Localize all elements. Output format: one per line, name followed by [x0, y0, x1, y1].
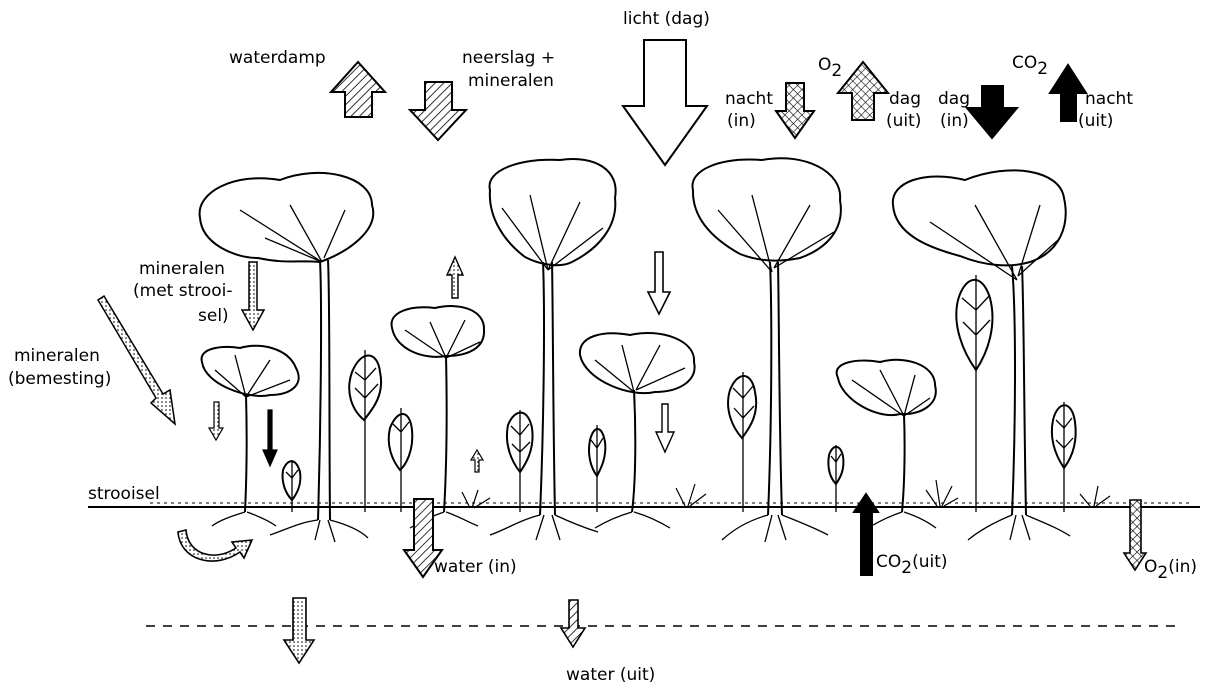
o2-in-label: O2(in) [1144, 557, 1197, 583]
mineralen-strooisel-label-line3: sel) [198, 306, 229, 326]
water-in-label: water (in) [434, 557, 517, 577]
neerslag-label-line1: neerslag + [462, 48, 555, 68]
up-arrow-b [471, 450, 483, 472]
co2-heading: CO2 [1012, 53, 1048, 79]
o2-nacht-in-label-line1: nacht [725, 89, 773, 109]
o2-nacht-in-label-line2: (in) [727, 111, 756, 131]
leaching-arrow-left [284, 598, 314, 663]
waterdamp-label: waterdamp [229, 48, 326, 68]
co2-uit-label: CO2(uit) [876, 552, 948, 578]
up-arrow-a [447, 257, 463, 298]
o2-dag-uit-arrow [838, 62, 888, 120]
down-arrow-d [263, 410, 277, 466]
recycle-arrow [178, 530, 252, 561]
o2-dag-uit-label-line2: (uit) [886, 111, 921, 131]
down-arrow-a [648, 252, 670, 314]
co2-dag-in-label-line1: dag [938, 89, 970, 109]
licht-label: licht (dag) [623, 9, 710, 29]
strooisel-label: strooisel [88, 484, 160, 504]
o2-nacht-in-arrow [776, 83, 814, 138]
neerslag-arrow [410, 82, 466, 140]
mineralen-strooisel-label-line2: (met strooi- [133, 281, 233, 301]
o2-in-arrow [1124, 500, 1146, 570]
mineralen-strooisel-label-line1: mineralen [139, 259, 225, 279]
co2-dag-in-label-line2: (in) [940, 111, 969, 131]
down-arrow-c [209, 402, 223, 440]
o2-heading: O2 [818, 55, 842, 81]
tree-3 [692, 158, 840, 542]
neerslag-label-line2: mineralen [468, 71, 554, 91]
mineralen-bemesting-label-line1: mineralen [14, 346, 100, 366]
o2-dag-uit-label-line1: dag [889, 89, 921, 109]
waterdamp-arrow [331, 62, 385, 117]
co2-dag-in-arrow [967, 86, 1017, 138]
mineralen-bemesting-label-line2: (bemesting) [8, 369, 111, 389]
co2-nacht-uit-label-line1: nacht [1085, 89, 1133, 109]
down-arrow-b [656, 404, 674, 452]
licht-arrow [623, 40, 707, 165]
water-uit-arrow [561, 600, 585, 647]
co2-nacht-uit-label-line2: (uit) [1078, 111, 1113, 131]
mineralen-bemesting-arrow [98, 296, 175, 424]
water-uit-label: water (uit) [566, 665, 655, 685]
mineralen-strooisel-arrow [242, 262, 264, 330]
co2-uit-arrow [854, 494, 878, 575]
